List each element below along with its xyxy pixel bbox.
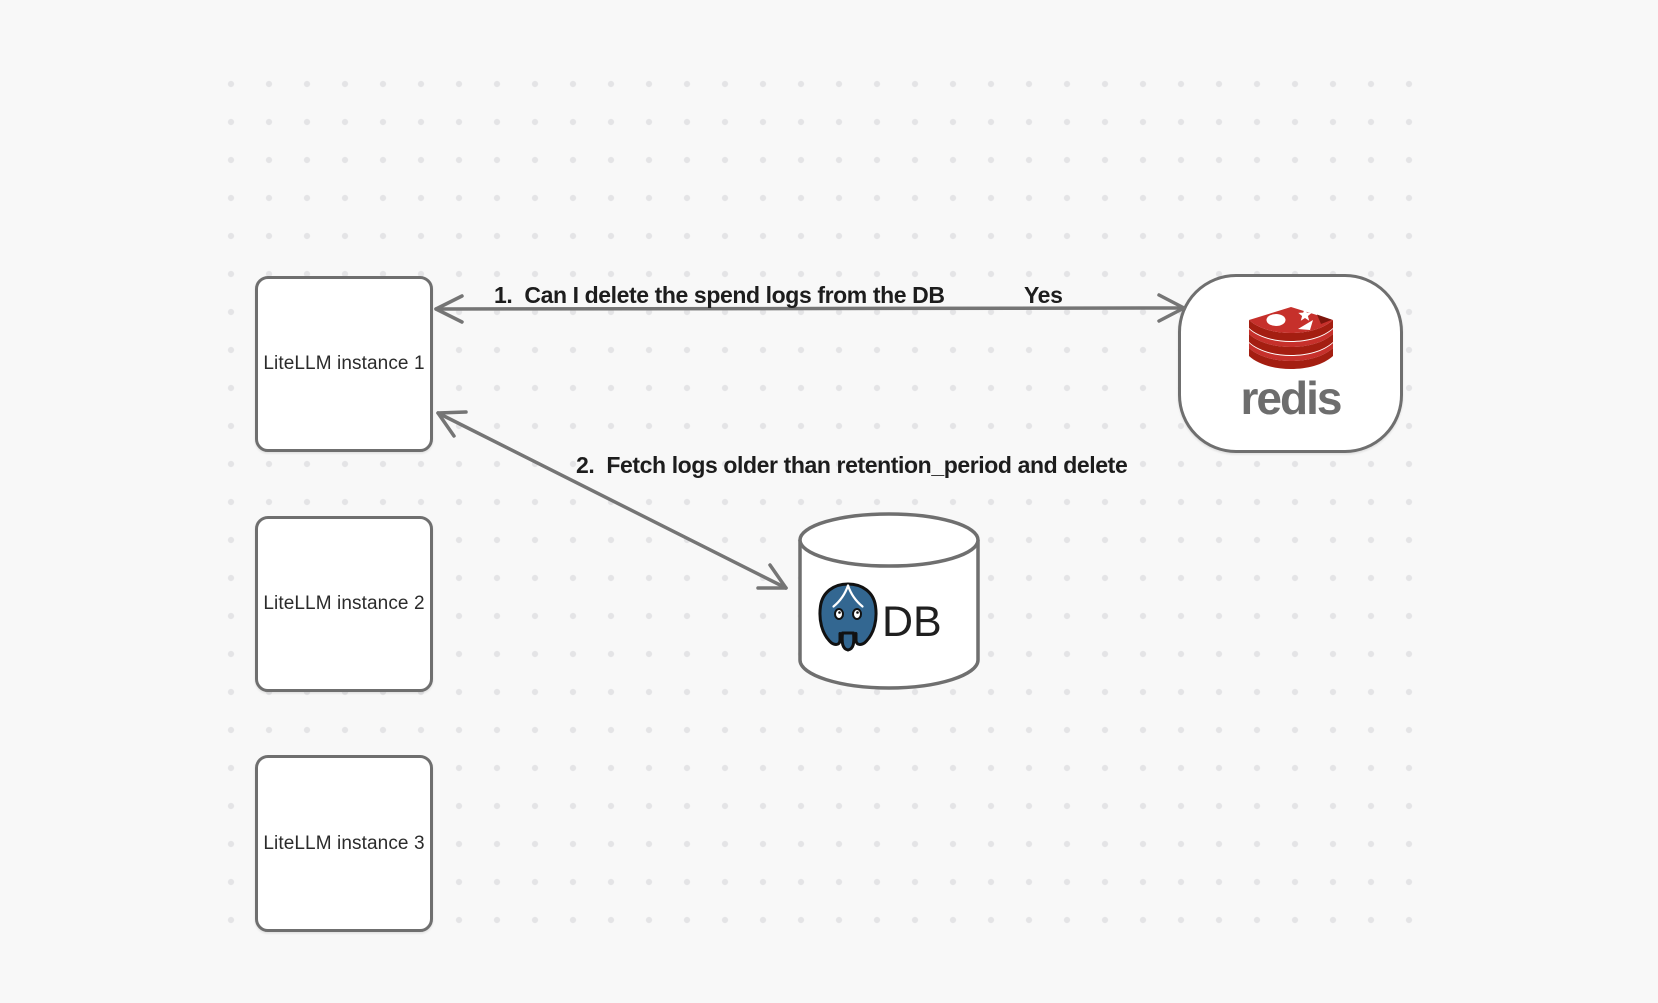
database-label: DB	[882, 598, 942, 646]
postgresql-logo-icon	[818, 582, 878, 652]
node-litellm-instance-2[interactable]: LiteLLM instance 2	[255, 516, 433, 692]
litellm-instance-2-label: LiteLLM instance 2	[263, 593, 425, 614]
litellm-instance-3-label: LiteLLM instance 3	[263, 832, 425, 854]
database-cylinder-shape	[798, 512, 980, 690]
redis-logo-icon	[1248, 306, 1333, 369]
node-database[interactable]: DB	[796, 510, 982, 692]
arrow-2-label: 2. Fetch logs older than retention_perio…	[576, 452, 1128, 478]
node-litellm-instance-3[interactable]: LiteLLM instance 3	[255, 755, 433, 932]
redis-wordmark: redis	[1240, 371, 1343, 424]
arrow-1-response-label: Yes	[1024, 282, 1063, 308]
arrow-1-label: 1. Can I delete the spend logs from the …	[494, 282, 945, 308]
litellm-instance-1-label: LiteLLM instance 1	[263, 353, 425, 374]
node-litellm-instance-1[interactable]: LiteLLM instance 1	[255, 276, 433, 452]
node-redis[interactable]: redis	[1178, 274, 1403, 453]
arrow-litellm-database[interactable]	[436, 410, 788, 590]
